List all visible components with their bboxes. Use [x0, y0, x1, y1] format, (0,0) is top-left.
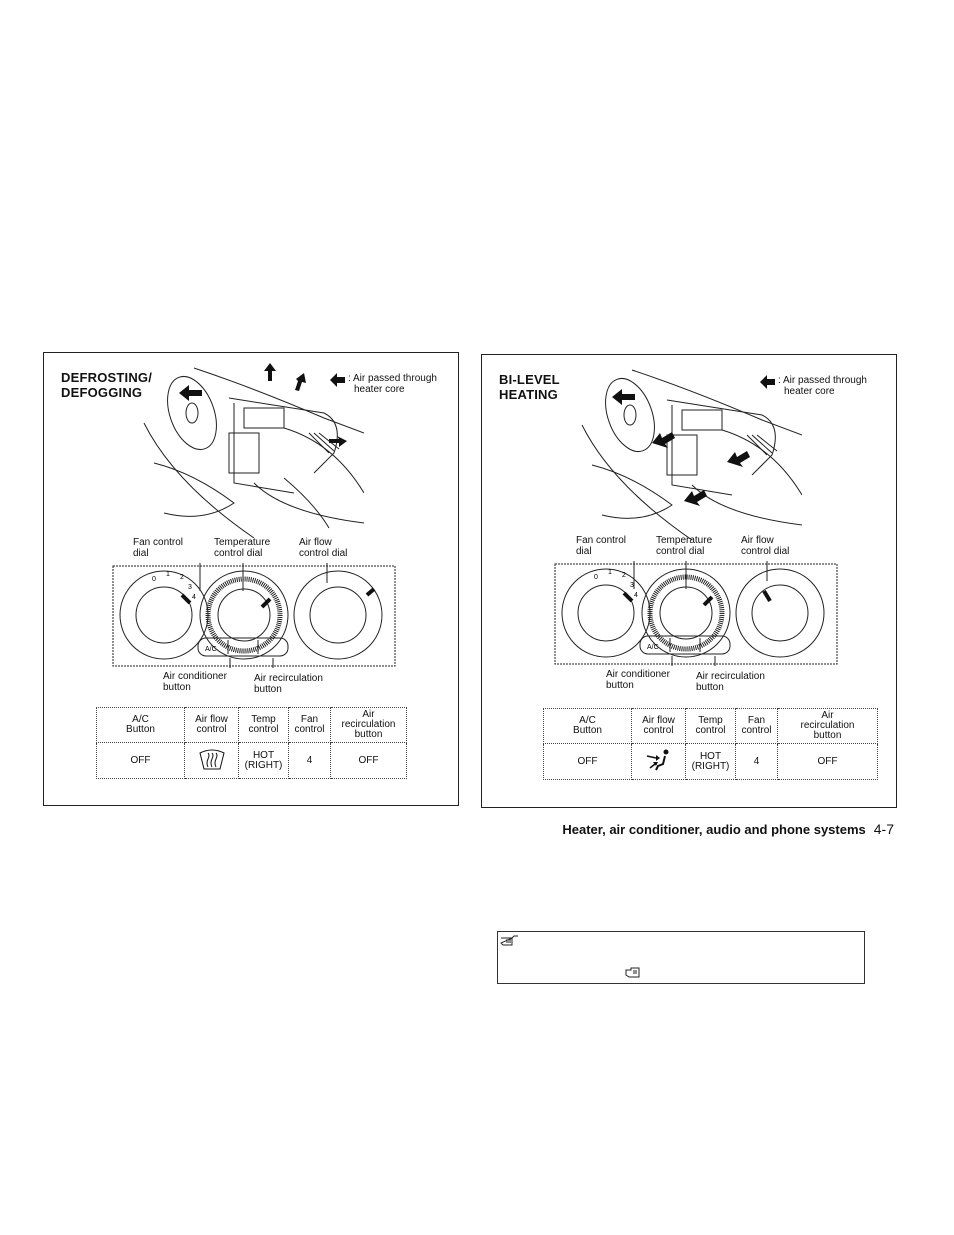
table-cell: OFF	[96, 742, 185, 779]
dial-label: 4	[192, 594, 196, 601]
table-cell: 4	[735, 743, 778, 780]
panel-title-line1: BI-LEVEL	[499, 372, 560, 387]
bi-level-icon	[646, 749, 668, 771]
table-cell: HOT (RIGHT)	[685, 743, 736, 780]
legend-line1: : Air passed through	[778, 375, 867, 386]
dial-label: 4	[634, 592, 638, 599]
dial-label: 0	[152, 576, 156, 583]
dial-label: 2	[180, 574, 184, 581]
table-cell: OFF	[330, 742, 407, 779]
panel-title: BI-LEVEL HEATING	[499, 372, 560, 402]
panel-title-line2: DEFOGGING	[61, 385, 143, 400]
panel-title-line2: HEATING	[499, 387, 558, 402]
control-panel-illustration: 0 1 2 3 4 A/C	[554, 561, 838, 666]
table-cell: OFF	[777, 743, 878, 780]
air-arrow-icon	[330, 373, 345, 387]
legend: : Air passed through heater core	[330, 373, 437, 395]
ac-button-label: A/C	[647, 644, 659, 651]
section-title: Heater, air conditioner, audio and phone…	[562, 822, 866, 837]
dial-label: 1	[608, 569, 612, 576]
dial-label: 2	[622, 572, 626, 579]
table-cell: 4	[288, 742, 331, 779]
table-cell: HOT (RIGHT)	[238, 742, 289, 779]
pointing-hand-icon	[500, 935, 518, 946]
dashboard-illustration	[581, 369, 802, 540]
dial-label: 3	[188, 584, 192, 591]
panel-defrosting: DEFROSTING/ DEFOGGING : Air passed throu…	[43, 352, 459, 806]
panel-bi-level: BI-LEVEL HEATING : Air passed through he…	[481, 354, 897, 808]
air-arrow-icon	[760, 375, 775, 389]
table-row: OFF HOT (RIGHT) 4 OFF	[543, 743, 878, 780]
page-number: 4-7	[873, 821, 894, 837]
dashboard-illustration	[143, 363, 364, 538]
legend-line2: heater core	[784, 386, 835, 397]
dial-label: 0	[594, 574, 598, 581]
legend: : Air passed through heater core	[760, 375, 867, 397]
ac-button-label: A/C	[205, 646, 217, 653]
defrost-icon	[198, 749, 225, 770]
dial-label: 3	[630, 582, 634, 589]
dial-label: 1	[166, 571, 170, 578]
table-cell: OFF	[543, 743, 632, 780]
note-box	[497, 931, 865, 984]
panel-title-line1: DEFROSTING/	[61, 370, 153, 385]
page-footer: Heater, air conditioner, audio and phone…	[480, 821, 894, 837]
table-cell	[631, 743, 686, 780]
legend-line1: : Air passed through	[348, 373, 437, 384]
legend-line2: heater core	[354, 384, 405, 395]
pointing-hand-icon	[625, 967, 640, 978]
panel-title: DEFROSTING/ DEFOGGING	[61, 370, 152, 400]
control-panel-illustration: 0 1 2 3 4 A/C	[112, 563, 396, 668]
table-cell	[184, 742, 239, 779]
table-row: OFF HOT (RIGHT) 4 OFF	[96, 742, 407, 779]
